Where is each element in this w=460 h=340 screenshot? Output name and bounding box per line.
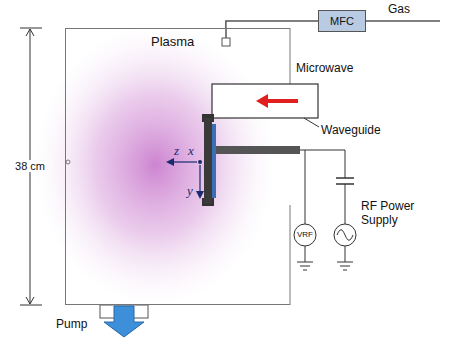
wire: [345, 246, 346, 262]
antenna-plate: [204, 118, 212, 204]
waveguide: [212, 84, 318, 118]
y-axis: [199, 165, 200, 192]
pump-label: Pump: [56, 318, 87, 332]
supply-label: RF Power Supply: [361, 200, 423, 228]
gas-feed-line: [226, 21, 318, 28]
dielectric-window: [212, 124, 216, 198]
dimension-arrow: [26, 297, 34, 304]
ground-symbol: [297, 262, 353, 270]
wire: [305, 150, 306, 224]
capacitor-symbol: [336, 177, 354, 179]
dimension-tick: [20, 28, 42, 29]
microwave-label: Microwave: [296, 62, 353, 76]
axis-origin: [198, 160, 202, 164]
wire: [345, 150, 346, 178]
node-text: MFC: [330, 15, 354, 28]
z-axis: [173, 161, 197, 162]
chamber-wall: [290, 28, 291, 84]
plasma-glow: [35, 25, 275, 305]
vacuum-chamber: Plasma: [65, 28, 290, 305]
leader-line: [304, 118, 319, 127]
pump-arrow: [104, 306, 144, 337]
dimension-arrow: [26, 29, 34, 36]
dimension-tick: [20, 305, 42, 306]
gas-line: [366, 20, 440, 22]
signal-label: VRF: [297, 230, 313, 239]
gas-line: [225, 28, 227, 38]
microwave-arrow-head: [256, 94, 268, 108]
gas-inlet: [222, 38, 230, 46]
axis-label: x: [188, 144, 194, 159]
microwave-arrow: [266, 99, 298, 103]
axis-label: y: [187, 184, 193, 199]
mfc-box: MFC: [318, 10, 366, 32]
node-text: Plasma: [151, 35, 194, 50]
ac-source-symbol: [334, 224, 356, 246]
y-axis-head: [196, 191, 204, 199]
wire: [345, 184, 346, 224]
wire: [300, 150, 345, 151]
z-axis-head: [166, 158, 174, 166]
dimension-label: 38 cm: [14, 160, 46, 173]
axis-label: z: [174, 144, 179, 159]
part-label: Waveguide: [321, 124, 381, 138]
rf-rod: [216, 146, 300, 154]
chamber-wall: [290, 205, 291, 305]
gas-label: Gas: [388, 3, 410, 17]
voltmeter-symbol: [294, 224, 316, 246]
wire: [305, 246, 306, 262]
sine-symbol: [337, 230, 353, 241]
port-dot: [66, 160, 70, 164]
